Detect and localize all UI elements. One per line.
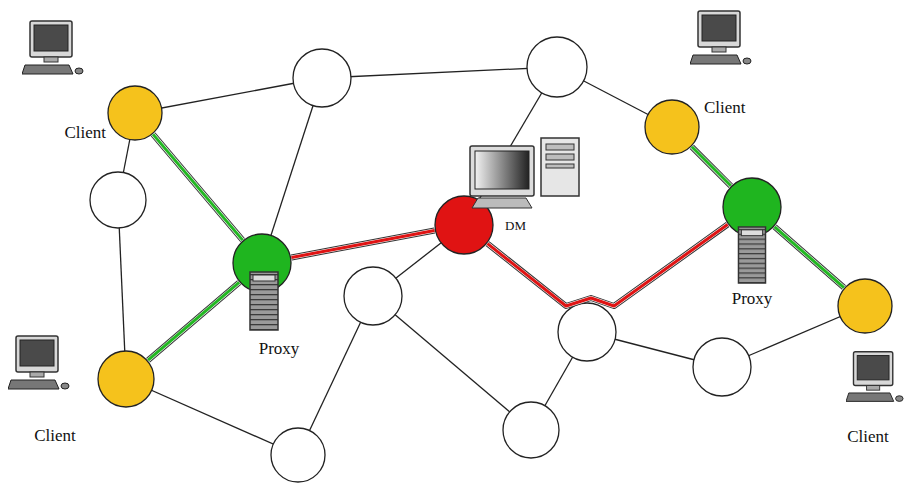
node-label: Client xyxy=(34,427,76,446)
node-circle xyxy=(837,278,893,334)
node-circle xyxy=(232,233,292,293)
network-node: DM xyxy=(434,195,494,255)
network-node: Client xyxy=(644,99,700,155)
node-circle xyxy=(434,195,494,255)
connection-path xyxy=(291,231,434,258)
node-circle xyxy=(722,177,782,237)
network-node: Client xyxy=(837,278,893,334)
connection-path xyxy=(148,282,239,360)
network-node: Proxy xyxy=(722,177,782,237)
client-computer xyxy=(22,21,83,74)
node-circle xyxy=(644,99,700,155)
router-nodes xyxy=(90,37,751,482)
node-label: Proxy xyxy=(259,340,300,359)
network-node: Client xyxy=(97,350,155,408)
connection-path xyxy=(775,227,844,288)
network-node: Client xyxy=(107,85,163,141)
node-circle xyxy=(107,85,163,141)
network-links xyxy=(118,67,865,455)
dm-workstation xyxy=(470,138,579,208)
node-label: Client xyxy=(704,99,746,118)
node-circle xyxy=(97,350,155,408)
node-label: DM xyxy=(505,219,526,233)
connection-path xyxy=(487,224,727,306)
network-node: Proxy xyxy=(232,233,292,293)
connection-path xyxy=(153,134,243,240)
client-computer xyxy=(8,336,69,389)
connection-path xyxy=(692,147,731,186)
client-computer xyxy=(690,11,751,64)
client-computer xyxy=(846,352,903,402)
node-label: Proxy xyxy=(732,290,773,309)
node-label: Client xyxy=(64,124,106,143)
proxy-server xyxy=(250,272,278,330)
node-label: Client xyxy=(847,428,889,447)
proxy-server xyxy=(738,227,765,283)
